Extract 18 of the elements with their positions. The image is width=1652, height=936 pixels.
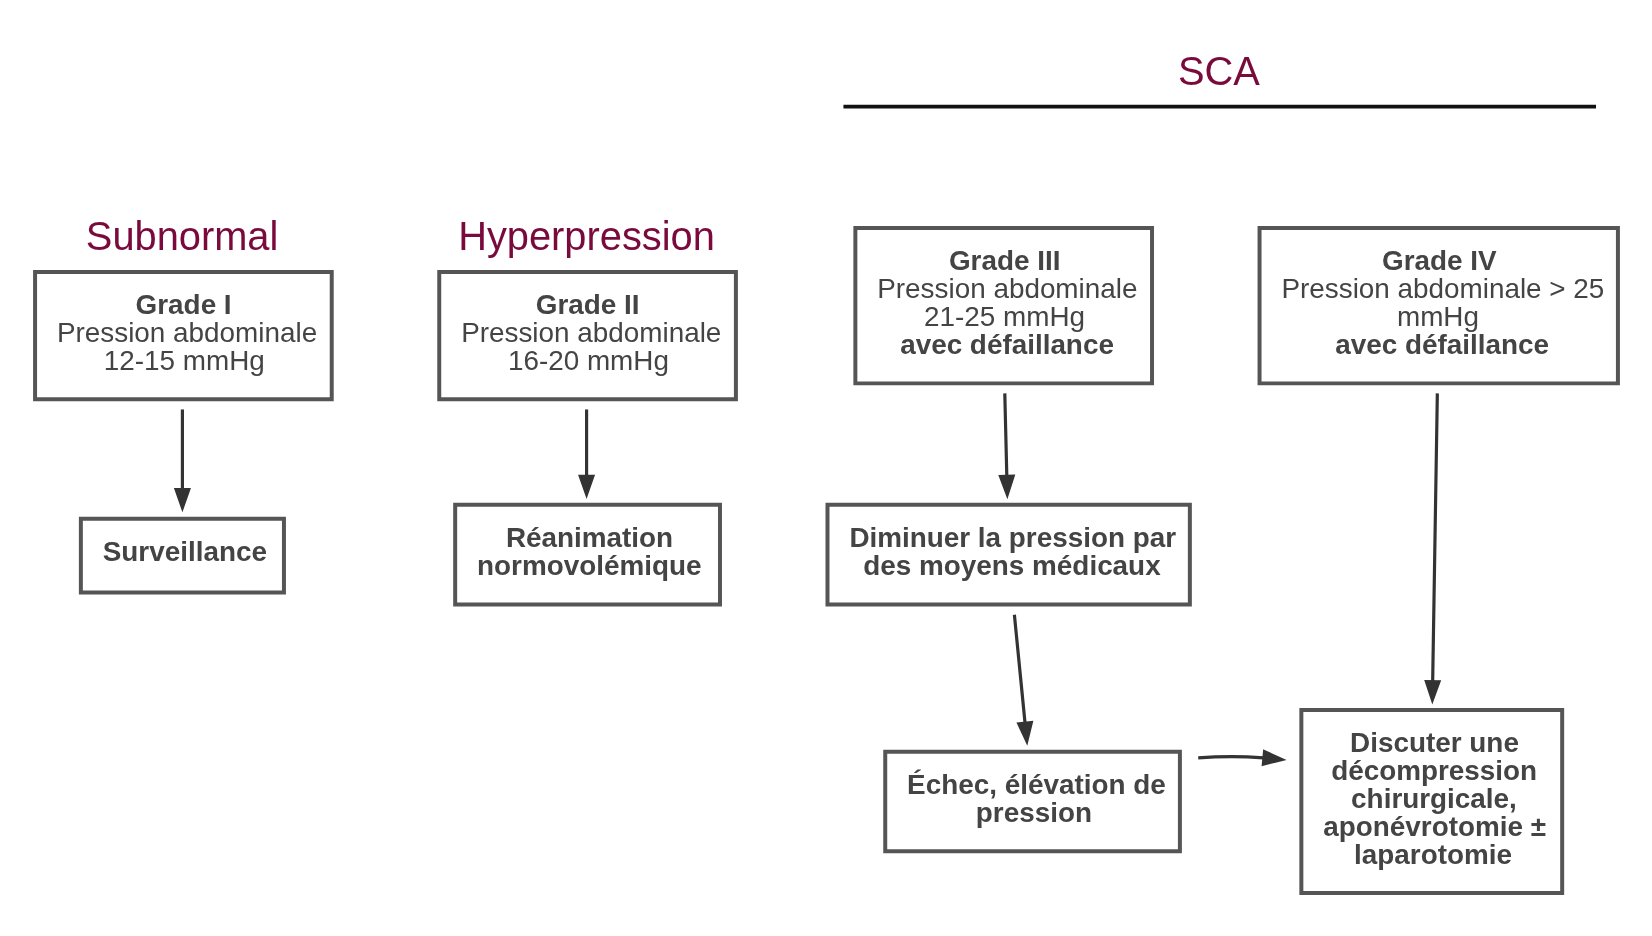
node-box: Grade III Pression abdominale 21-25 mmHg avec défaillance <box>853 226 1154 386</box>
node-box: Échec, élévation de pression <box>883 749 1182 854</box>
arrow <box>1198 749 1287 767</box>
arrow <box>1424 393 1442 705</box>
node-label: Hyperpression <box>458 213 715 258</box>
arrow <box>578 409 596 500</box>
node-box: Grade II Pression abdominale 16-20 mmHg <box>437 269 738 402</box>
arrow <box>173 409 191 513</box>
node-box: Réanimation normovolémique <box>453 502 722 607</box>
arrow <box>998 393 1016 500</box>
node-box: Surveillance <box>78 516 286 595</box>
node-box: Diminuer la pression par des moyens médicaux <box>825 502 1192 607</box>
node-box: Discuter une décompression chirurgicale, aponévrotomie ± laparotomie <box>1299 707 1565 896</box>
arrow <box>1012 614 1034 746</box>
node-box: Grade I Pression abdominale 12-15 mmHg <box>33 269 334 402</box>
node-label: Subnormal <box>85 213 279 258</box>
label: SCA <box>1177 48 1260 93</box>
node-box: Grade IV Pression abdominale > 25 mmHg avec défaillance <box>1257 226 1620 386</box>
